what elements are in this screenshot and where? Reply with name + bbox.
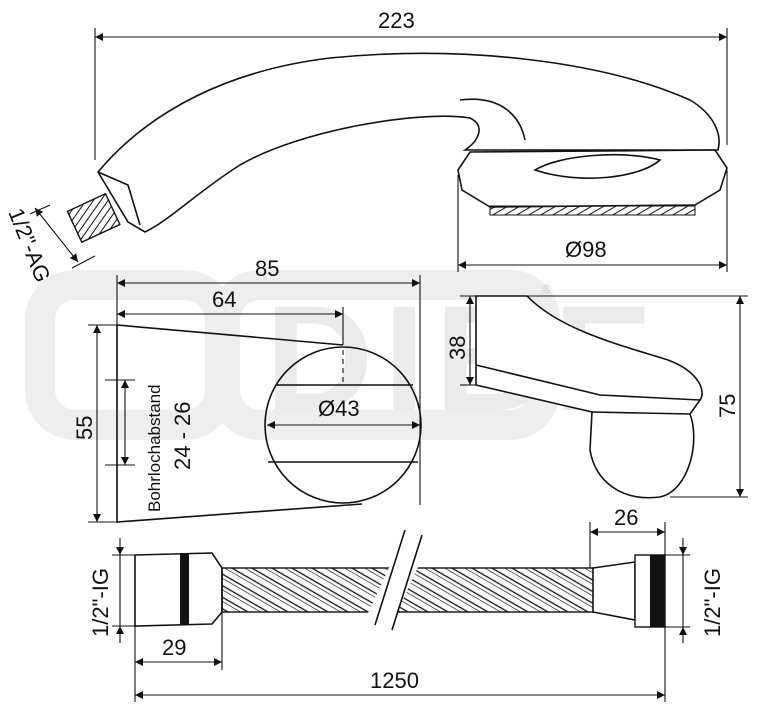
- side-total-height-label: 75: [715, 394, 740, 418]
- left-thread-label: 1/2"-IG: [88, 568, 113, 637]
- left-nut-label: 29: [162, 635, 186, 660]
- hose-length-label: 1250: [370, 668, 419, 693]
- holder-length-label: 85: [255, 256, 279, 281]
- holder-height-label: 55: [72, 416, 97, 440]
- head-diameter-label: Ø98: [565, 237, 607, 262]
- ring-diameter-label: Ø43: [318, 396, 360, 421]
- holder-side-drawing: 38 75: [445, 295, 748, 499]
- handshower-length-label: 223: [378, 8, 415, 33]
- right-thread-label: 1/2"-IG: [700, 568, 725, 637]
- holder-front-drawing: 85 64 Ø43 55 Bohrlochabstand 24 - 26: [72, 256, 422, 523]
- hose-drawing: 26 29 1250 1/2"-IG 1/2"-IG: [88, 505, 725, 702]
- side-base-height-label: 38: [445, 336, 470, 360]
- hole-distance-label: 24 - 26: [170, 402, 195, 471]
- right-nut-label: 26: [614, 505, 638, 530]
- handshower-thread-label: 1/2"-AG: [3, 205, 55, 286]
- registered-mark: ®: [542, 282, 551, 296]
- hole-distance-title: Bohrlochabstand: [145, 384, 164, 512]
- handshower-drawing: 223 1/2"-AG Ø98: [3, 8, 728, 286]
- hole-position-label: 64: [212, 287, 236, 312]
